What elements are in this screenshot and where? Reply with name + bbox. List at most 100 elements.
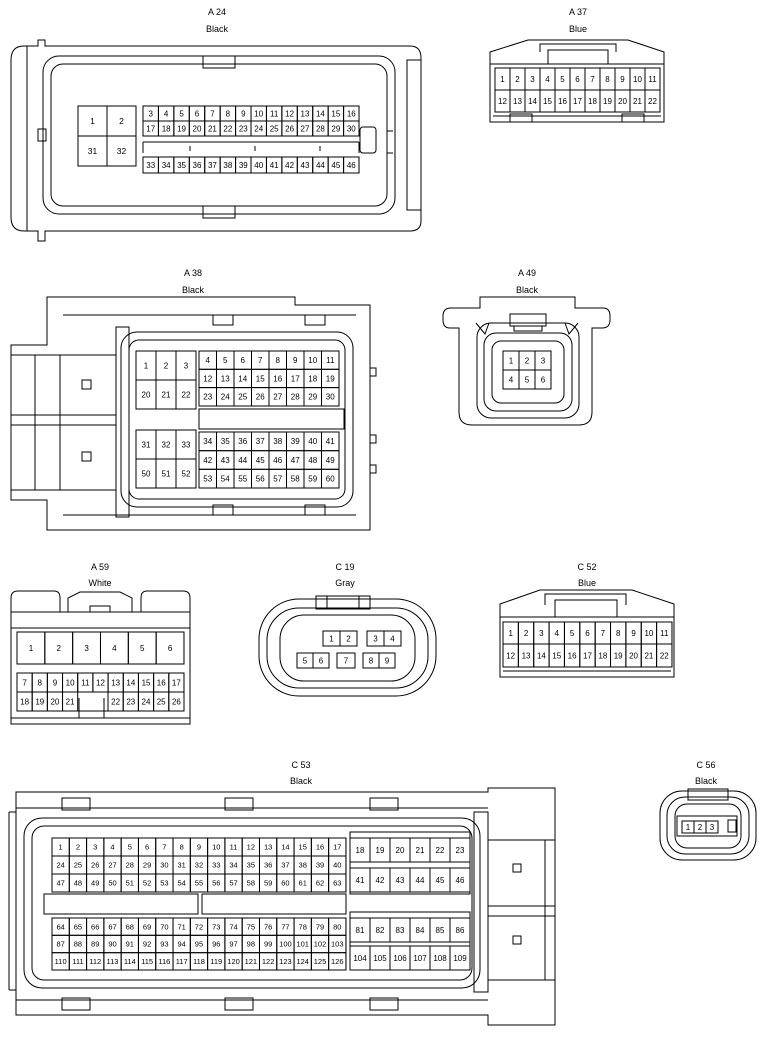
a38-pin-38: 38 [273, 437, 282, 446]
a24-pin-6: 6 [195, 109, 200, 118]
a24-pin-46: 46 [347, 161, 356, 170]
a59-pin-1: 1 [29, 644, 34, 653]
c53-pin-82: 82 [376, 926, 385, 935]
c53-pin-124: 124 [296, 957, 309, 966]
a59-pin-21: 21 [66, 697, 75, 706]
a24-pin-15: 15 [331, 109, 340, 118]
c53-pin-99: 99 [264, 940, 272, 949]
a24-id-label: A 24 [208, 7, 226, 17]
c53-pin-64: 64 [56, 922, 64, 931]
c52-pin-4: 4 [555, 629, 560, 638]
a38-pin-53: 53 [203, 475, 212, 484]
c53-pin-50: 50 [108, 879, 116, 888]
c52-pin-6: 6 [585, 629, 590, 638]
c53-pin-103: 103 [331, 940, 344, 949]
a59-pin-4: 4 [112, 644, 117, 653]
a59-pin-26: 26 [172, 697, 181, 706]
a38-pin-30: 30 [326, 393, 335, 402]
a38-pin-27: 27 [273, 393, 282, 402]
c53-pin-26: 26 [91, 861, 99, 870]
c53-pin-91: 91 [126, 940, 134, 949]
a59-pin-6-cell [155, 631, 185, 665]
c53-pin-60: 60 [281, 879, 289, 888]
a24-pin-24: 24 [254, 124, 263, 133]
c53-pin-63: 63 [333, 879, 341, 888]
c52-pin-22: 22 [660, 651, 669, 660]
a24-pin-37: 37 [208, 161, 217, 170]
c53-pin-70: 70 [160, 922, 168, 931]
c52-pin-18: 18 [598, 651, 607, 660]
c19-pin-6: 6 [319, 656, 324, 665]
a24-pin-41: 41 [270, 161, 279, 170]
a37-pin-4: 4 [545, 75, 550, 84]
c53-pin-107: 107 [413, 954, 427, 963]
c53-pin-117: 117 [176, 957, 188, 966]
c53-pin-3: 3 [93, 843, 97, 852]
a59-pin-25: 25 [157, 697, 166, 706]
a38-pin-17: 17 [291, 374, 300, 383]
a38-pin-56: 56 [256, 475, 265, 484]
c53-pin-23-cell [449, 837, 471, 863]
a24-pin-22: 22 [223, 124, 232, 133]
c52-pin-12: 12 [506, 651, 515, 660]
c53-pin-89: 89 [91, 940, 99, 949]
c53-color-label: Black [290, 776, 313, 786]
c52-pin-10: 10 [644, 629, 653, 638]
a59-pin-14: 14 [126, 678, 135, 687]
c53-pin-78: 78 [299, 922, 307, 931]
c53-pin-45: 45 [436, 876, 445, 885]
c53-pin-17: 17 [333, 843, 341, 852]
a38-pin-3: 3 [184, 361, 189, 370]
a37-pin-19: 19 [603, 97, 612, 106]
c52-pin-7: 7 [601, 629, 606, 638]
c52-pin-1: 1 [508, 629, 513, 638]
c53-pin-88: 88 [74, 940, 82, 949]
c53-pin-30: 30 [160, 861, 168, 870]
c53-pin-27: 27 [108, 861, 116, 870]
c19-color-label: Gray [335, 578, 355, 588]
a37-pin-12: 12 [498, 97, 507, 106]
a37-pin-6: 6 [575, 75, 580, 84]
a37-pin-14: 14 [528, 97, 537, 106]
a38-pin-33: 33 [182, 440, 191, 449]
a24-housing [10, 39, 422, 242]
c19-pin-7: 7 [344, 656, 349, 665]
a24-pin-30: 30 [347, 124, 356, 133]
c53-pin-32: 32 [195, 861, 203, 870]
c56-pin-3: 3 [710, 823, 715, 832]
a38-pin-4: 4 [206, 356, 211, 365]
a38-color-label: Black [182, 285, 205, 295]
c19-pin-4: 4 [390, 634, 395, 643]
a38-pin-22-cell [175, 379, 197, 410]
c53-pin-101: 101 [296, 940, 309, 949]
a37-pin-5: 5 [560, 75, 565, 84]
a37-pin-21: 21 [633, 97, 642, 106]
connector-a49: A 49 Black [442, 268, 611, 426]
a49-pin-4: 4 [509, 375, 514, 384]
c53-pin-66: 66 [91, 922, 99, 931]
a38-id-label: A 38 [184, 268, 202, 278]
a37-pin-15: 15 [543, 97, 552, 106]
c53-pin-102: 102 [314, 940, 327, 949]
a59-pin-24: 24 [142, 697, 151, 706]
a24-pin-31: 31 [88, 146, 98, 156]
c53-pin-22: 22 [436, 846, 445, 855]
a59-pin-13: 13 [111, 678, 120, 687]
c53-pin-90: 90 [108, 940, 116, 949]
c53-pin-68: 68 [126, 922, 134, 931]
a38-pin-29: 29 [308, 393, 317, 402]
a38-pin-2: 2 [164, 361, 169, 370]
a38-pin-51: 51 [162, 469, 171, 478]
c53-pin-40: 40 [333, 861, 341, 870]
c53-pin-69: 69 [143, 922, 151, 931]
c53-pin-75: 75 [247, 922, 255, 931]
c52-pin-8: 8 [616, 629, 621, 638]
c52-pin-17: 17 [583, 651, 592, 660]
c53-pin-81: 81 [356, 926, 365, 935]
c53-pin-112: 112 [89, 957, 101, 966]
a59-id-label: A 59 [91, 562, 109, 572]
a37-pin-22-cell [644, 89, 661, 113]
c53-pin-33: 33 [212, 861, 220, 870]
c53-pin-63-cell [328, 873, 347, 893]
